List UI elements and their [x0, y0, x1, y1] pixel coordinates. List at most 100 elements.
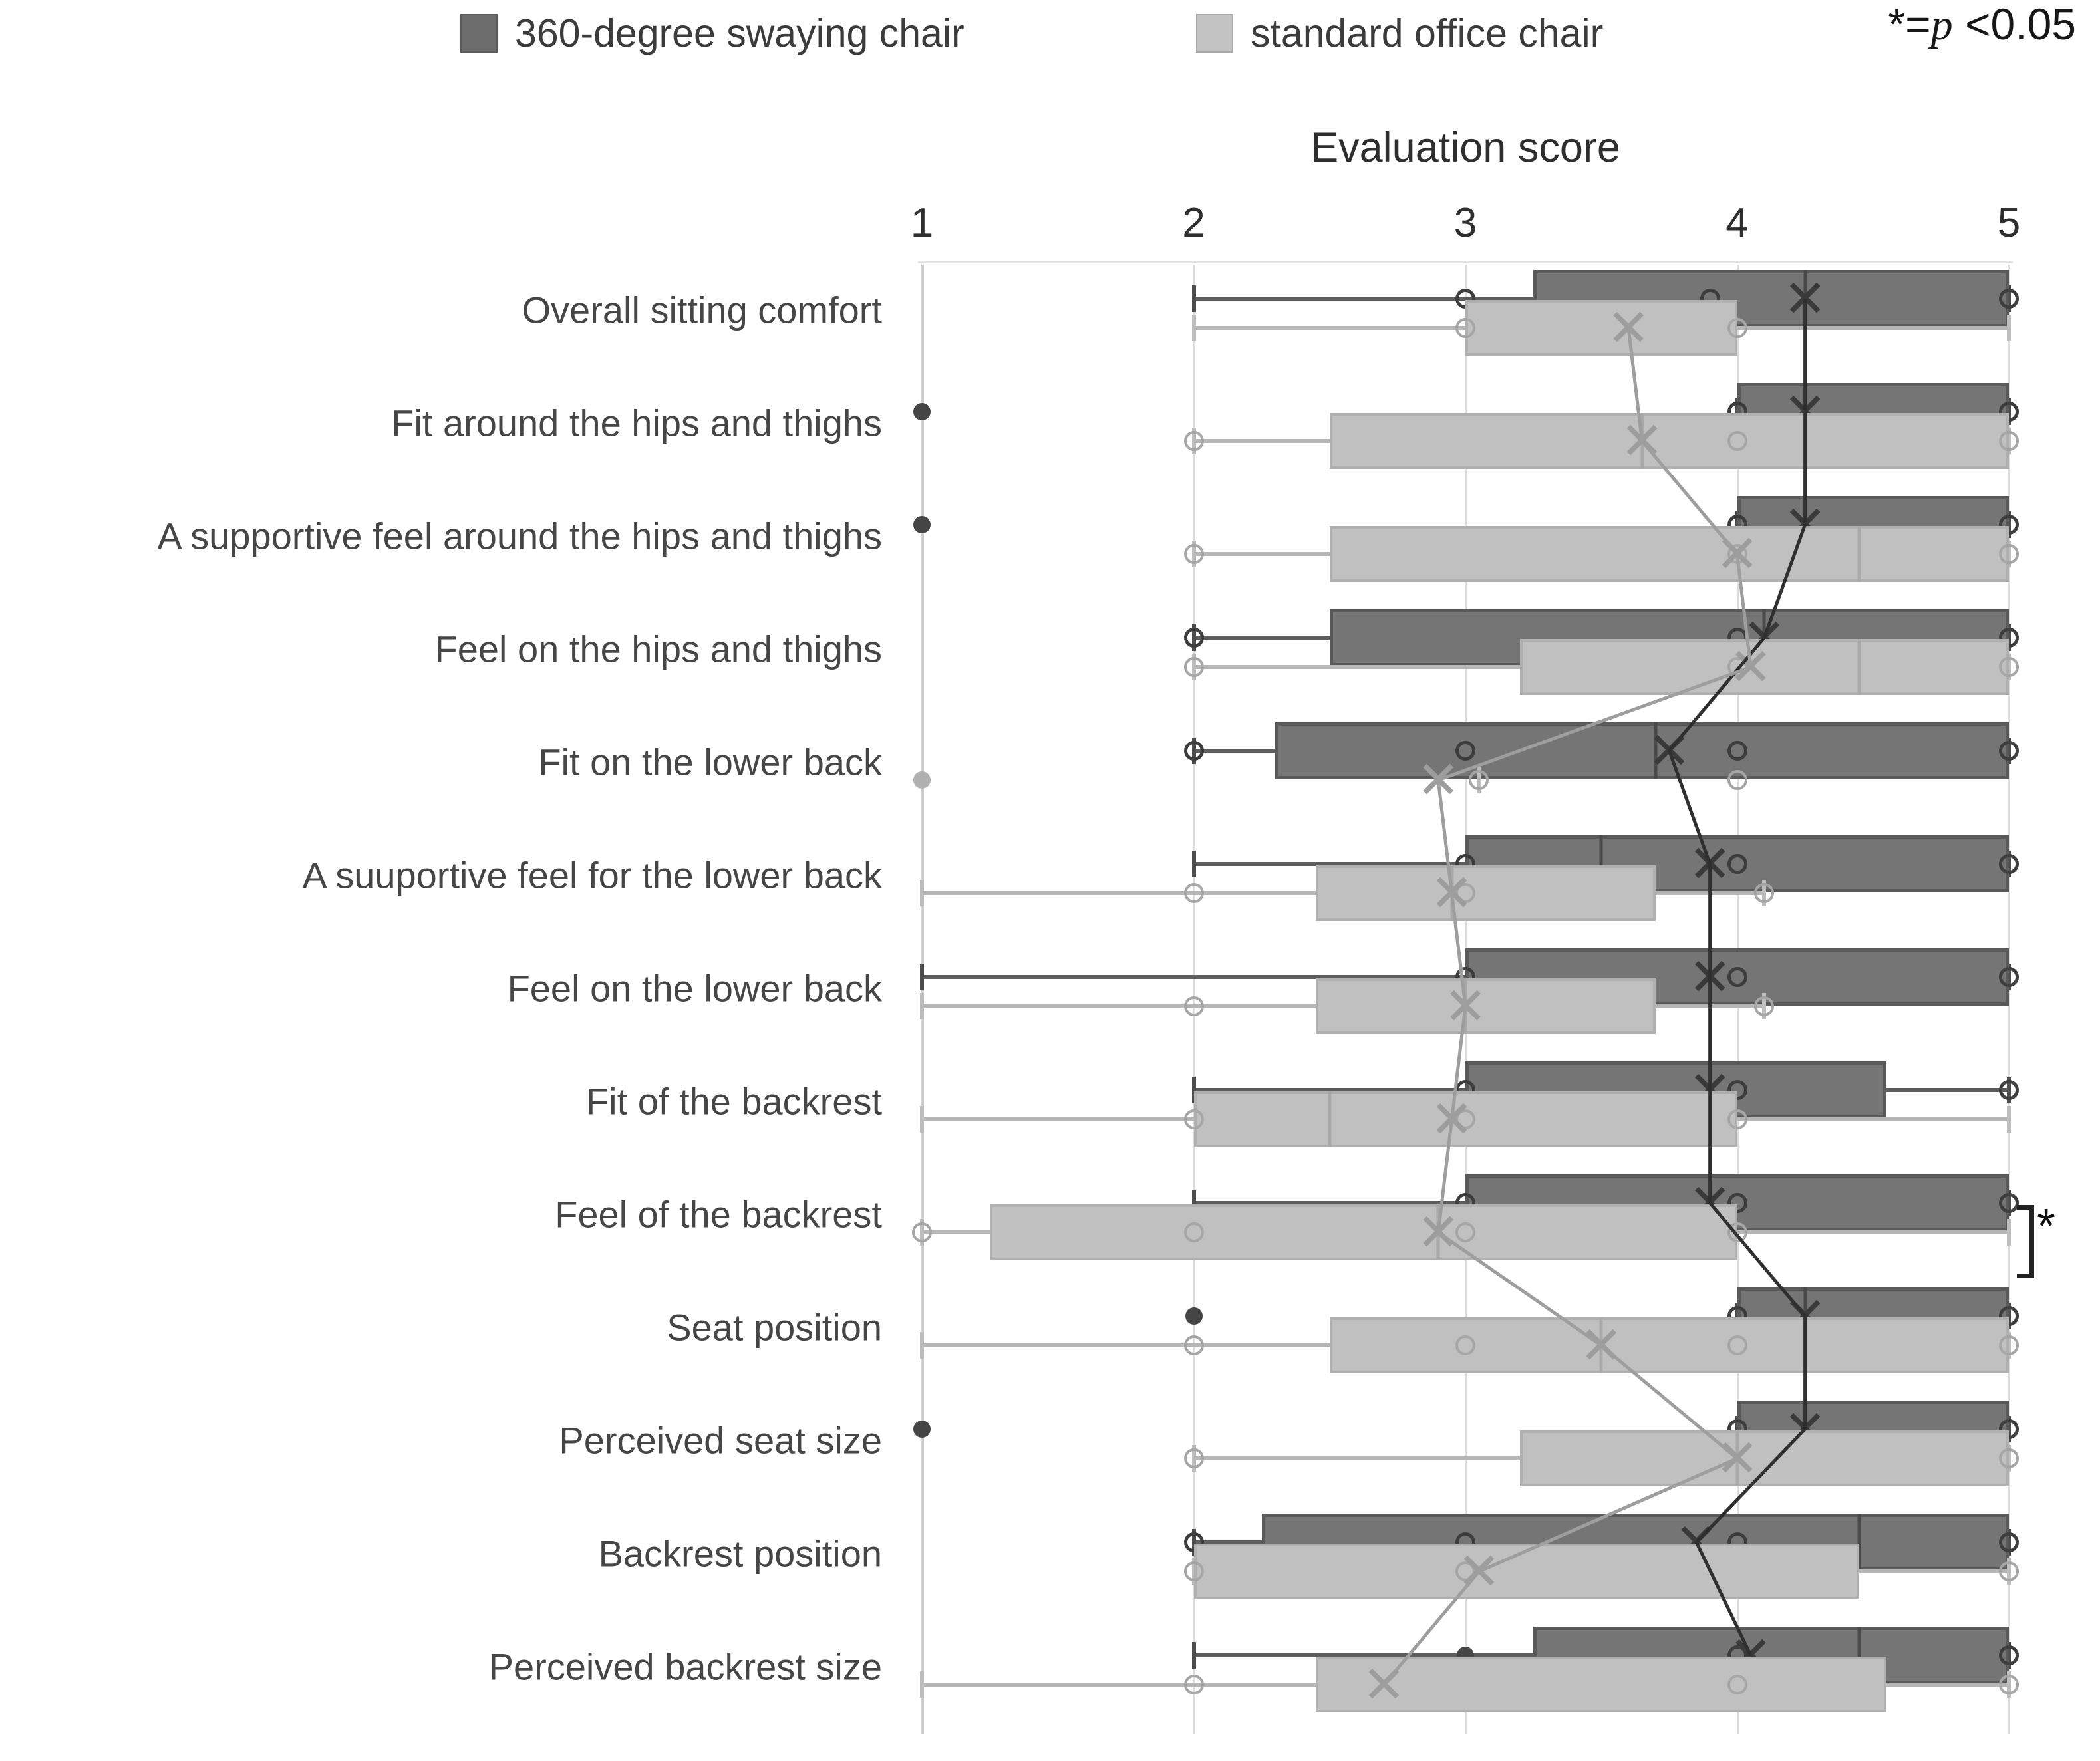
- box-7-dark-point-2: [1999, 967, 2019, 987]
- box-4-light-median: [1857, 639, 1861, 696]
- box-5-dark-rect: [1275, 722, 2009, 779]
- box-2-light-rect: [1329, 413, 2009, 470]
- box-1-light-rect: [1465, 300, 1737, 356]
- box-8-light-cap-low: [920, 1106, 924, 1133]
- box-10-light-mean-marker: ✕: [1579, 1315, 1623, 1375]
- gridline-5: [2008, 265, 2010, 1734]
- box-1-light-mean-marker: ✕: [1606, 298, 1650, 357]
- box-1-dark-cap-low: [1191, 285, 1196, 312]
- box-5-light-point-1: [1727, 770, 1747, 791]
- box-12-dark-median: [1857, 1514, 1861, 1571]
- box-9-light-point-3: [1727, 1222, 1747, 1243]
- x-tick-label-5: 5: [1997, 200, 2021, 246]
- box-11-light-rect: [1519, 1430, 2009, 1487]
- box-3-dark-point-1: [1999, 515, 2019, 535]
- box-4-light-point-0: [1183, 657, 1204, 678]
- box-9-light-point-1: [1183, 1222, 1204, 1243]
- box-11-dark-outlier-0: [913, 1421, 931, 1438]
- box-13-light-point-1: [1727, 1675, 1747, 1695]
- box-10-light-point-2: [1727, 1335, 1747, 1356]
- box-10-light-rect: [1329, 1317, 2009, 1374]
- box-3-light-rect: [1329, 526, 2009, 583]
- box-13-light-point-0: [1183, 1675, 1204, 1695]
- box-6-light-cap-low: [920, 880, 924, 907]
- box-10-light-cap-low: [920, 1332, 924, 1359]
- box-13-light-mean-marker: ✕: [1362, 1655, 1406, 1714]
- box-13-dark-cap-low: [1191, 1642, 1196, 1669]
- y-label-11: Perceived seat size: [559, 1419, 882, 1462]
- box-10-dark-outlier-0: [1185, 1307, 1203, 1325]
- box-6-dark-cap-low: [1191, 851, 1196, 877]
- y-label-3: A supportive feel around the hips and th…: [157, 515, 882, 557]
- box-1-dark-point-2: [1999, 289, 2019, 309]
- x-tick-label-2: 2: [1182, 200, 1205, 246]
- y-label-9: Feel of the backrest: [555, 1193, 882, 1236]
- x-tick-label-3: 3: [1453, 200, 1477, 246]
- box-13-dark-median: [1857, 1627, 1861, 1684]
- box-2-dark-outlier-0: [913, 403, 931, 420]
- box-3-light-median: [1857, 526, 1861, 583]
- box-12-light-mean-marker: ✕: [1457, 1542, 1501, 1601]
- box-1-light-cap-high: [2007, 315, 2011, 342]
- plot-top-border: [918, 261, 2013, 263]
- legend-label-standard-chair: standard office chair: [1251, 11, 1604, 55]
- box-2-light-point-1: [1727, 431, 1747, 452]
- box-9-dark-point-2: [1999, 1193, 2019, 1213]
- box-6-light-rect: [1316, 865, 1656, 922]
- box-12-light-point-2: [1999, 1561, 2019, 1582]
- y-label-12: Backrest position: [598, 1532, 882, 1575]
- box-5-light-outlier-0: [913, 771, 931, 789]
- y-label-2: Fit around the hips and thighs: [391, 402, 882, 444]
- box-12-light-point-0: [1183, 1561, 1204, 1582]
- legend-swatch-light: [1196, 14, 1233, 53]
- box-6-light-mean-marker: ✕: [1429, 863, 1474, 922]
- y-label-10: Seat position: [667, 1306, 882, 1349]
- box-8-light-mean-marker: ✕: [1429, 1089, 1474, 1149]
- significance-suffix: <0.05: [1952, 0, 2076, 49]
- box-6-dark-point-2: [1999, 854, 2019, 874]
- box-12-dark-point-3: [1999, 1532, 2019, 1552]
- box-11-dark-point-1: [1999, 1419, 2019, 1439]
- box-11-light-mean-marker: ✕: [1715, 1428, 1759, 1488]
- plot-area: ✕✕✕✕✕✕✕✕✕✕✕✕✕✕✕✕✕✕✕✕✕✕✕✕✕✕: [912, 265, 2019, 1734]
- box-4-dark-point-0: [1183, 628, 1204, 648]
- box-2-light-point-0: [1183, 431, 1204, 452]
- y-label-5: Fit on the lower back: [538, 741, 882, 783]
- box-8-light-point-2: [1727, 1109, 1747, 1130]
- box-3-light-point-2: [1999, 544, 2019, 565]
- significance-p-symbol: p: [1930, 1, 1953, 49]
- box-9-light-mean-marker: ✕: [1416, 1202, 1460, 1262]
- box-5-dark-point-2: [1727, 741, 1747, 761]
- box-1-dark-mean-marker: ✕: [1783, 269, 1827, 328]
- chart-legend: 360-degree swaying chair standard office…: [0, 0, 2100, 73]
- y-label-1: Overall sitting comfort: [522, 289, 883, 331]
- box-6-light-point-0: [1183, 883, 1204, 904]
- box-6-light-point-2: [1754, 883, 1775, 904]
- box-8-dark-cap-low: [1191, 1077, 1196, 1103]
- box-9-light-cap-high: [2007, 1219, 2011, 1246]
- legend-label-swaying-chair: 360-degree swaying chair: [515, 11, 965, 55]
- box-13-dark-point-1: [1999, 1645, 2019, 1665]
- y-label-6: A suuportive feel for the lower back: [302, 854, 882, 896]
- y-label-8: Fit of the backrest: [585, 1080, 882, 1123]
- box-7-light-cap-low: [920, 993, 924, 1020]
- legend-item-swaying-chair: 360-degree swaying chair: [460, 11, 965, 56]
- box-8-dark-point-2: [1999, 1080, 2019, 1100]
- box-10-light-point-3: [1999, 1335, 2019, 1356]
- legend-swatch-dark: [460, 14, 498, 53]
- box-3-dark-outlier-0: [913, 516, 931, 533]
- box-8-light-median: [1328, 1091, 1332, 1148]
- box-7-light-mean-marker: ✕: [1443, 976, 1487, 1035]
- significance-prefix: *=: [1888, 0, 1931, 49]
- significance-asterisk: *: [2037, 1200, 2056, 1253]
- box-7-dark-mean-marker: ✕: [1688, 947, 1732, 1006]
- box-4-dark-point-2: [1999, 628, 2019, 648]
- box-1-light-cap-low: [1191, 315, 1196, 342]
- box-2-dark-point-1: [1999, 402, 2019, 422]
- box-3-light-mean-marker: ✕: [1715, 524, 1759, 583]
- box-9-light-point-0: [912, 1222, 932, 1243]
- box-1-light-point-1: [1727, 318, 1747, 339]
